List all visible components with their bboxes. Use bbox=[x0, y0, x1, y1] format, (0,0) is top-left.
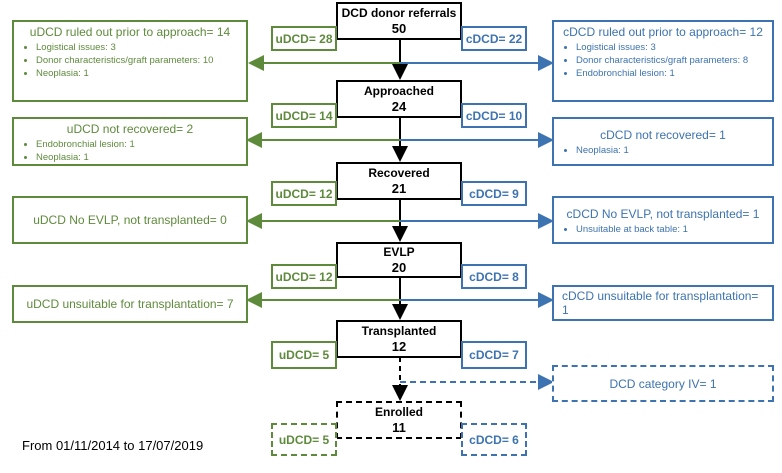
step-approached: Approached 24 bbox=[336, 80, 462, 118]
step-enrolled: Enrolled 11 bbox=[336, 401, 462, 439]
cdcd-count-recovered: cDCD= 9 bbox=[461, 181, 527, 206]
cdcd-ruled-out-heading: cDCD ruled out prior to approach= 12 bbox=[563, 25, 763, 39]
list-item: Neoplasia: 1 bbox=[576, 144, 764, 157]
step-title: Transplanted bbox=[361, 324, 437, 338]
list-item: Donor characteristics/graft parameters: … bbox=[576, 54, 764, 67]
udcd-no-evlp-box: uDCD No EVLP, not transplanted= 0 bbox=[12, 196, 248, 244]
cdcd-no-evlp-heading: cDCD No EVLP, not transplanted= 1 bbox=[566, 207, 760, 221]
list-item: Endobronchial lesion: 1 bbox=[576, 67, 764, 80]
list-item: Logistical issues: 3 bbox=[576, 41, 764, 54]
step-referrals: DCD donor referrals 50 bbox=[336, 2, 462, 40]
cdcd-not-recovered-heading: cDCD not recovered= 1 bbox=[600, 128, 726, 142]
step-title: Enrolled bbox=[374, 405, 423, 419]
list-item: Endobronchial lesion: 1 bbox=[36, 138, 238, 151]
udcd-ruled-out-list: Logistical issues: 3 Donor characteristi… bbox=[22, 41, 238, 80]
cdcd-unsuitable-box: cDCD unsuitable for transplantation= 1 bbox=[552, 285, 774, 321]
cdcd-count-approached: cDCD= 10 bbox=[461, 103, 527, 128]
udcd-count-recovered: uDCD= 12 bbox=[271, 181, 337, 206]
cdcd-no-evlp-box: cDCD No EVLP, not transplanted= 1 Unsuit… bbox=[552, 196, 774, 244]
list-item: Neoplasia: 1 bbox=[36, 67, 238, 80]
step-title: DCD donor referrals bbox=[341, 6, 457, 20]
date-range-footnote: From 01/11/2014 to 17/07/2019 bbox=[22, 438, 204, 453]
udcd-no-evlp-heading: uDCD No EVLP, not transplanted= 0 bbox=[33, 213, 227, 227]
cdcd-no-evlp-list: Unsuitable at back table: 1 bbox=[562, 223, 764, 236]
udcd-count-transplanted: uDCD= 5 bbox=[271, 341, 337, 369]
udcd-unsuitable-box: uDCD unsuitable for transplantation= 7 bbox=[12, 285, 248, 323]
udcd-unsuitable-heading: uDCD unsuitable for transplantation= 7 bbox=[26, 297, 234, 311]
cdcd-not-recovered-box: cDCD not recovered= 1 Neoplasia: 1 bbox=[552, 117, 774, 166]
cdcd-ruled-out-box: cDCD ruled out prior to approach= 12 Log… bbox=[552, 20, 774, 102]
cdcd-ruled-out-list: Logistical issues: 3 Donor characteristi… bbox=[562, 41, 764, 80]
cdcd-count-enrolled: cDCD= 6 bbox=[461, 423, 527, 456]
step-recovered: Recovered 21 bbox=[336, 162, 462, 200]
cdcd-count-referrals: cDCD= 22 bbox=[461, 26, 527, 51]
list-item: Logistical issues: 3 bbox=[36, 41, 238, 54]
list-item: Donor characteristics/graft parameters: … bbox=[36, 54, 238, 67]
dcd-category-iv-heading: DCD category IV= 1 bbox=[609, 376, 717, 391]
list-item: Unsuitable at back table: 1 bbox=[576, 223, 764, 236]
step-value: 11 bbox=[392, 420, 406, 435]
udcd-ruled-out-heading: uDCD ruled out prior to approach= 14 bbox=[29, 25, 231, 39]
cdcd-unsuitable-heading: cDCD unsuitable for transplantation= 1 bbox=[562, 289, 759, 317]
step-value: 24 bbox=[391, 99, 407, 114]
cdcd-not-recovered-list: Neoplasia: 1 bbox=[562, 144, 764, 157]
step-value: 20 bbox=[391, 260, 407, 275]
step-transplanted: Transplanted 12 bbox=[336, 320, 462, 358]
step-title: Recovered bbox=[368, 166, 430, 180]
step-title: EVLP bbox=[383, 245, 415, 259]
udcd-count-enrolled: uDCD= 5 bbox=[271, 423, 337, 456]
udcd-not-recovered-heading: uDCD not recovered= 2 bbox=[66, 122, 194, 136]
list-item: Neoplasia: 1 bbox=[36, 151, 238, 164]
dcd-category-iv-box: DCD category IV= 1 bbox=[552, 365, 774, 402]
cdcd-count-evlp: cDCD= 8 bbox=[461, 264, 527, 289]
cdcd-count-transplanted: cDCD= 7 bbox=[461, 341, 527, 369]
step-value: 50 bbox=[391, 21, 407, 36]
udcd-not-recovered-box: uDCD not recovered= 2 Endobronchial lesi… bbox=[12, 117, 248, 166]
step-title: Approached bbox=[363, 84, 434, 98]
step-value: 21 bbox=[391, 181, 407, 196]
step-evlp: EVLP 20 bbox=[336, 242, 462, 278]
udcd-ruled-out-box: uDCD ruled out prior to approach= 14 Log… bbox=[12, 20, 248, 102]
udcd-count-approached: uDCD= 14 bbox=[271, 103, 337, 128]
udcd-count-evlp: uDCD= 12 bbox=[271, 264, 337, 289]
udcd-count-referrals: uDCD= 28 bbox=[271, 26, 337, 51]
udcd-not-recovered-list: Endobronchial lesion: 1 Neoplasia: 1 bbox=[22, 138, 238, 164]
step-value: 12 bbox=[391, 339, 407, 354]
